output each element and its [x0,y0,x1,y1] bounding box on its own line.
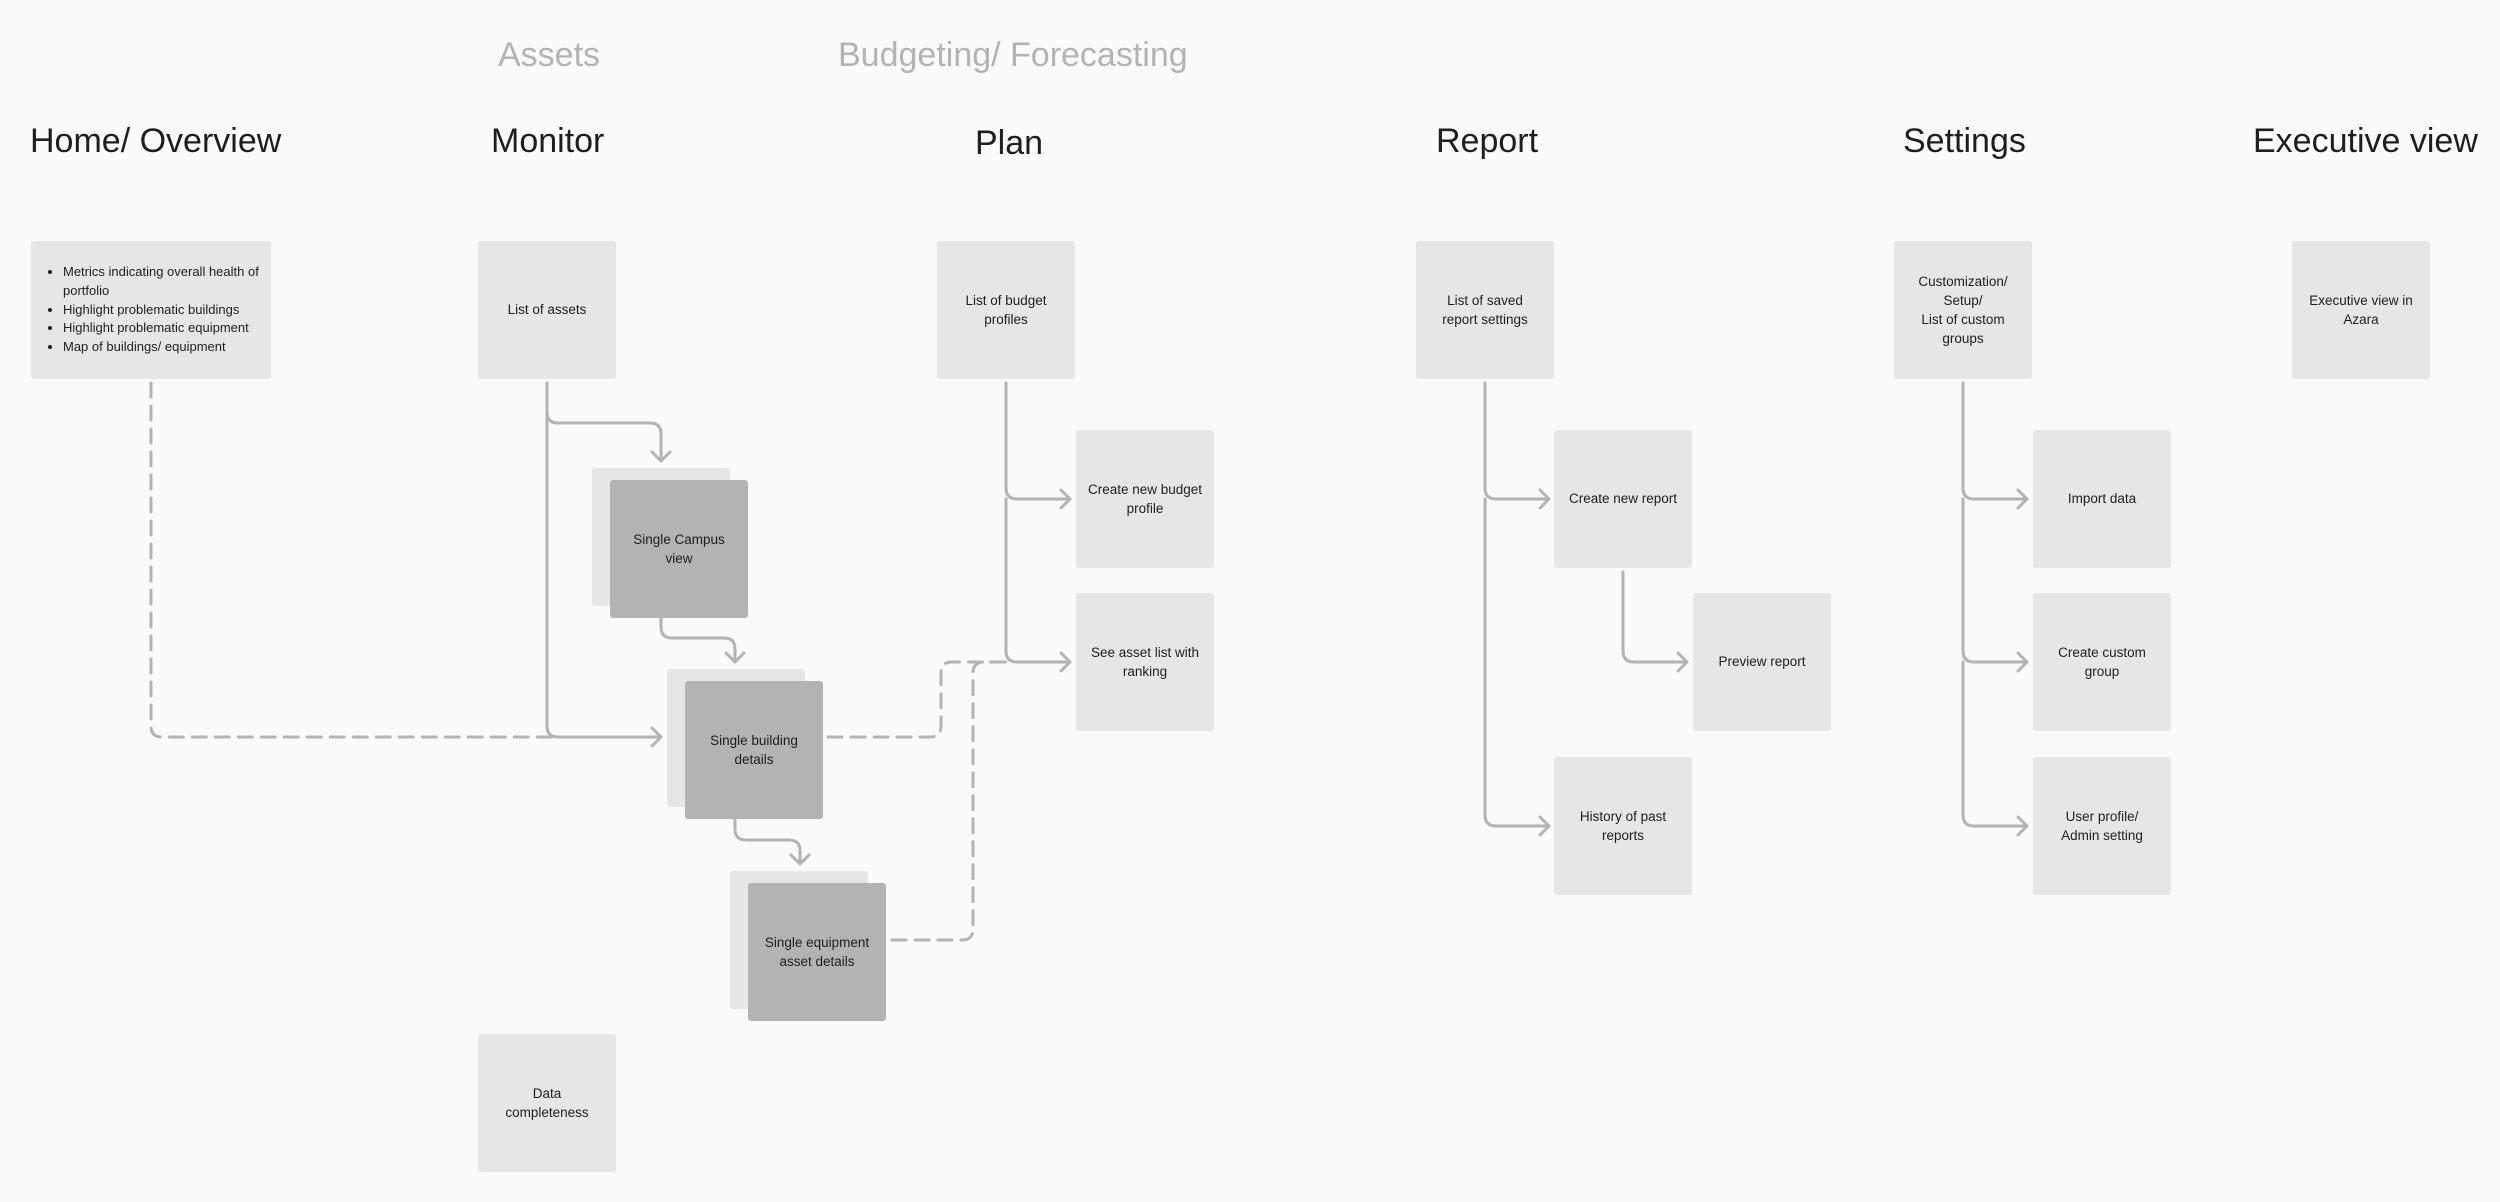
card-label: List of saved report settings [1442,292,1528,327]
connector-custom-to-group [1961,497,2028,664]
arrow-head [650,726,663,748]
list-item: Metrics indicating overall health of por… [63,263,259,301]
single-equipment-asset-card[interactable]: Single equipment asset details [748,883,886,1021]
report-heading[interactable]: Report [1436,122,1539,160]
single-building-details-card[interactable]: Single building details [685,681,823,819]
connector-saved-to-history [1483,497,1550,828]
data-completeness-card[interactable]: Data completeness [478,1034,616,1172]
preview-report-card[interactable]: Preview report [1693,593,1831,731]
arrow-head [1538,488,1551,510]
budgeting-forecasting-label: Budgeting/ Forecasting [838,36,1188,74]
customization-setup-card[interactable]: Customization/ Setup/ List of custom gro… [1894,241,2032,379]
home-metrics-card[interactable]: Metrics indicating overall health of por… [31,241,271,379]
arrow-head [2016,815,2029,837]
card-label: Create new report [1568,491,1678,507]
create-custom-group-card[interactable]: Create custom group [2033,593,2171,731]
connector-create-to-preview [1621,570,1688,664]
create-budget-profile-card[interactable]: Create new budget profile [1076,430,1214,568]
assets-label: Assets [498,36,601,74]
list-of-budget-profiles-card[interactable]: List of budget profiles [937,241,1075,379]
connector-assets-to-campus [545,381,663,462]
create-new-report-card[interactable]: Create new report [1554,430,1692,568]
connector-equipment-to-ranking-dashed [890,660,1012,942]
list-of-assets-card[interactable]: List of assets [478,241,616,379]
arrow-head [1059,488,1072,510]
card-label: Data completeness [505,1085,589,1120]
connector-budget-to-create [1004,381,1071,501]
arrow-head [1059,651,1072,673]
card-label: Single equipment asset details [764,934,870,969]
card-label: Create custom group [2058,644,2146,679]
arrow-head [650,450,672,463]
card-label: Single Campus view [633,531,725,566]
list-item: Map of buildings/ equipment [63,338,259,357]
card-label: Create new budget profile [1087,481,1203,516]
plan-heading[interactable]: Plan [975,124,1044,162]
import-data-card[interactable]: Import data [2033,430,2171,568]
arrow-head [789,853,811,866]
connector-assets-to-building [545,381,662,739]
card-label: Executive view in Azara [2309,292,2413,327]
card-label: Single building details [710,732,798,767]
home-overview-heading[interactable]: Home/ Overview [30,122,282,160]
arrow-head [2016,488,2029,510]
card-label: List of budget profiles [965,292,1047,327]
card-label: History of past reports [1579,808,1667,843]
connector-custom-to-profile [1961,660,2028,828]
list-item: Highlight problematic equipment [63,319,259,338]
card-label: User profile/ Admin setting [2061,808,2143,843]
card-label: Customization/ Setup/ List of custom gro… [1918,273,2008,347]
saved-report-settings-card[interactable]: List of saved report settings [1416,241,1554,379]
executive-view-azara-card[interactable]: Executive view in Azara [2292,241,2430,379]
arrow-head [1676,651,1689,673]
arrow-head [2016,651,2029,673]
arrow-head [724,651,746,664]
monitor-heading[interactable]: Monitor [491,122,605,160]
single-campus-view-card[interactable]: Single Campus view [610,480,748,618]
executive-view-heading[interactable]: Executive view [2253,122,2478,160]
card-label: List of assets [507,302,587,318]
user-profile-admin-card[interactable]: User profile/ Admin setting [2033,757,2171,895]
arrow-head [1538,815,1551,837]
settings-heading[interactable]: Settings [1903,122,2026,160]
connector-campus-to-building [659,616,737,663]
history-of-reports-card[interactable]: History of past reports [1554,757,1692,895]
card-label: See asset list with ranking [1090,644,1200,679]
connector-saved-to-create [1483,381,1550,501]
asset-ranking-card[interactable]: See asset list with ranking [1076,593,1214,731]
home-metrics-list: Metrics indicating overall health of por… [45,263,259,357]
list-item: Highlight problematic buildings [63,301,259,320]
connector-custom-to-import [1961,381,2028,501]
connector-home-to-building-dashed [149,381,562,739]
connector-building-to-ranking-dashed [826,660,1012,739]
connector-building-to-equipment [733,818,802,865]
card-label: Preview report [1718,654,1806,670]
card-label: Import data [2067,491,2137,507]
connector-budget-to-ranking [1004,497,1071,664]
